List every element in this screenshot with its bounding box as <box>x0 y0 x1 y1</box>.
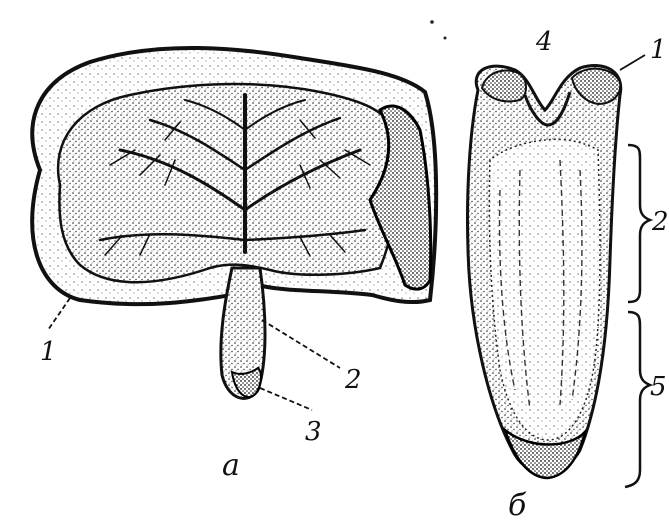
section-label-1: 1 <box>650 35 667 65</box>
section-label-5: 5 <box>650 372 667 402</box>
section-leader-1 <box>620 55 645 70</box>
section-label-4: 4 <box>535 27 553 57</box>
section-brace-5 <box>625 312 650 487</box>
leaf-label-3: 3 <box>305 417 322 447</box>
leaf-label-1: 1 <box>40 337 57 367</box>
section-brace-2 <box>628 145 650 302</box>
leaf-leader-lines <box>48 298 340 410</box>
leaf-inner-blade <box>58 84 401 282</box>
section-caption: б <box>508 488 527 521</box>
section-inner-cavity <box>489 139 600 440</box>
leaf-label-2: 2 <box>344 365 362 395</box>
section-label-2: 2 <box>651 207 669 237</box>
leaf-figure: 1 2 3 а <box>32 48 436 483</box>
section-figure: 4 1 2 5 б <box>467 27 668 521</box>
leaf-caption: а <box>222 448 240 483</box>
scan-specks <box>430 20 446 39</box>
